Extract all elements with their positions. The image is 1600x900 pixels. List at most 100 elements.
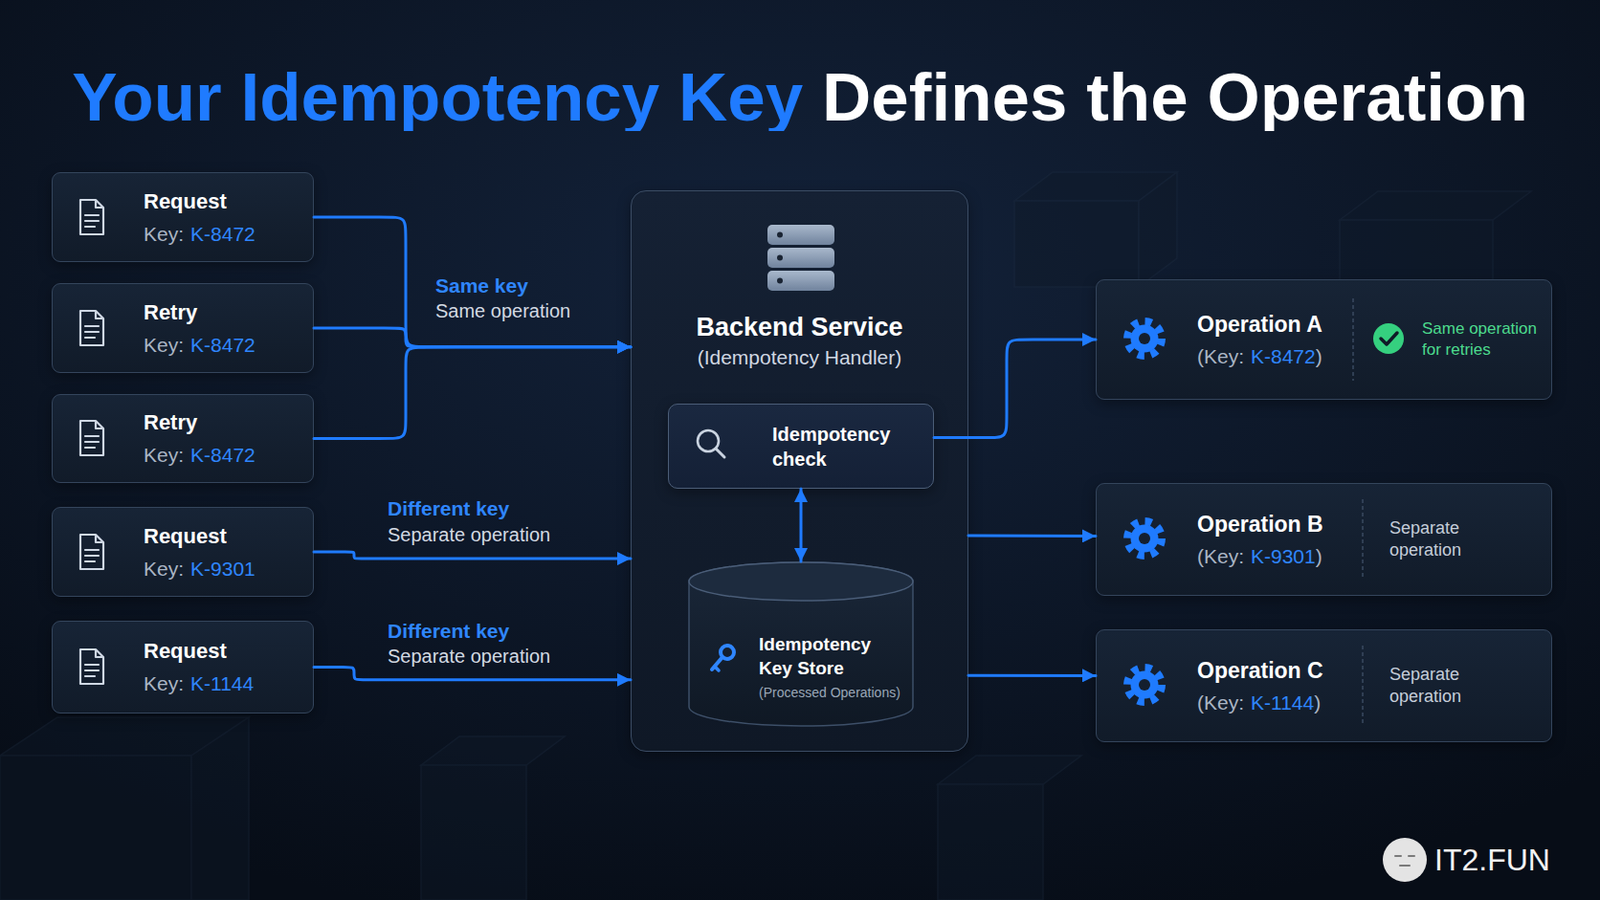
node-title: Retry	[143, 410, 313, 436]
server-block-decor	[937, 784, 1044, 900]
check-icon	[1373, 323, 1404, 355]
server-block-decor	[191, 717, 249, 900]
node-title: Request	[143, 524, 313, 550]
key-label: (Key:	[1197, 690, 1245, 715]
key-label: Key:	[143, 671, 184, 696]
node-title: Operation B	[1197, 511, 1552, 538]
status-note: Same operation for retries	[1422, 318, 1552, 361]
server-icon	[777, 278, 783, 285]
server-block-decor	[1339, 220, 1493, 288]
gear-icon	[1127, 321, 1162, 356]
server-block-decor	[0, 717, 249, 756]
key-label: (Key:	[1197, 344, 1245, 369]
node-title: Operation C	[1197, 658, 1552, 685]
status-note: Separate operation	[1389, 664, 1497, 709]
document-icon	[80, 421, 104, 456]
key-value: K-9301	[1250, 544, 1316, 569]
document-icon	[80, 311, 104, 346]
operation-box: Operation A(Key:K-8472)Same operation fo…	[1095, 279, 1553, 400]
key-value: K-8472	[190, 443, 256, 467]
flow-arrow	[313, 347, 631, 440]
status-note: Separate operation	[1389, 517, 1497, 562]
flow-arrow	[933, 339, 1096, 439]
edge-label: Same key	[435, 274, 529, 298]
key-label: Key:	[143, 222, 184, 246]
key-icon	[711, 657, 723, 670]
key-value: K-8472	[190, 222, 256, 246]
key-label: Key:	[143, 333, 184, 357]
flow-arrow	[968, 674, 1096, 678]
server-block-decor	[1138, 172, 1178, 288]
server-icon	[777, 255, 783, 262]
service-subtitle: (Idempotency Handler)	[631, 346, 968, 370]
server-icon	[767, 270, 835, 291]
server-block-decor	[421, 736, 565, 766]
search-icon	[715, 448, 725, 458]
key-icon	[720, 645, 734, 660]
store-subtitle: (Processed Operations)	[758, 684, 901, 702]
request-box: RequestKey:K-1144	[51, 621, 314, 714]
title-text: Your Idempotency Key Defines the Operati…	[71, 63, 1529, 132]
store-title: Idempotency Key Store	[758, 632, 884, 681]
edge-label: Different key	[387, 620, 510, 644]
server-block-decor	[1014, 200, 1139, 288]
operation-box: Operation B (Key:K-9301) Separate operatio…	[1095, 483, 1553, 597]
flow-arrow	[313, 667, 631, 681]
key-bracket: )	[1313, 690, 1321, 715]
search-icon	[697, 430, 719, 452]
server-icon	[777, 232, 783, 239]
key-value: K-1144	[190, 671, 254, 696]
gear-icon	[1127, 667, 1162, 703]
request-box: RetryKey:K-8472	[51, 283, 314, 374]
cylinder-outline	[688, 562, 913, 727]
title-area: Your Idempotency Key Defines the Operati…	[0, 63, 1600, 132]
key-value: K-8472	[190, 333, 256, 357]
key-label: Key:	[143, 443, 184, 467]
server-icon	[767, 247, 835, 268]
watermark: IT2.FUN	[1434, 843, 1551, 878]
key-icon	[714, 666, 719, 671]
edge-label: Different key	[387, 497, 510, 521]
request-box: RequestKey:K-8472	[51, 172, 314, 263]
flow-arrow	[313, 217, 631, 348]
watermark-logo	[1382, 838, 1427, 883]
server-block-decor	[937, 755, 1082, 785]
key-value: K-1144	[1250, 690, 1314, 715]
key-value: K-9301	[190, 556, 256, 581]
key-store-cylinder: Idempotency Key Store (Processed Operatio…	[688, 561, 914, 728]
server-block-decor	[1339, 191, 1532, 221]
server-block-decor	[421, 765, 527, 900]
flow-arrow	[800, 488, 803, 562]
server-block-decor	[1014, 172, 1178, 201]
key-label: (Key:	[1197, 544, 1245, 569]
document-icon	[80, 649, 104, 685]
node-title: Request	[143, 189, 313, 215]
flow-arrow	[313, 328, 631, 348]
key-icon	[711, 645, 734, 671]
key-label: Key:	[143, 556, 184, 581]
watermark-logo	[1395, 856, 1415, 867]
service-container: Backend Service (Idempotency Handler) Idem…	[630, 190, 969, 753]
key-bracket: )	[1315, 544, 1323, 569]
server-icon	[767, 224, 835, 291]
check-icon	[1373, 323, 1404, 355]
request-box: RetryKey:K-8472	[51, 394, 314, 484]
document-icon	[80, 200, 104, 235]
node-title: Retry	[143, 300, 313, 326]
divider-line	[1361, 645, 1364, 727]
search-icon	[697, 430, 725, 458]
check-label: Idempotency check	[772, 422, 902, 472]
node-title: Request	[143, 639, 313, 665]
divider-line	[1352, 298, 1355, 381]
check-box: Idempotency check	[667, 403, 934, 489]
cylinder-top	[688, 562, 913, 601]
flow-arrow	[313, 552, 631, 559]
request-box: RequestKey:K-9301	[51, 507, 314, 598]
flow-note: Separate operation	[387, 523, 551, 547]
operation-box: Operation C (Key:K-1144) Separate operatio…	[1095, 629, 1553, 743]
service-title: Backend Service	[631, 312, 968, 342]
server-icon	[767, 224, 835, 245]
